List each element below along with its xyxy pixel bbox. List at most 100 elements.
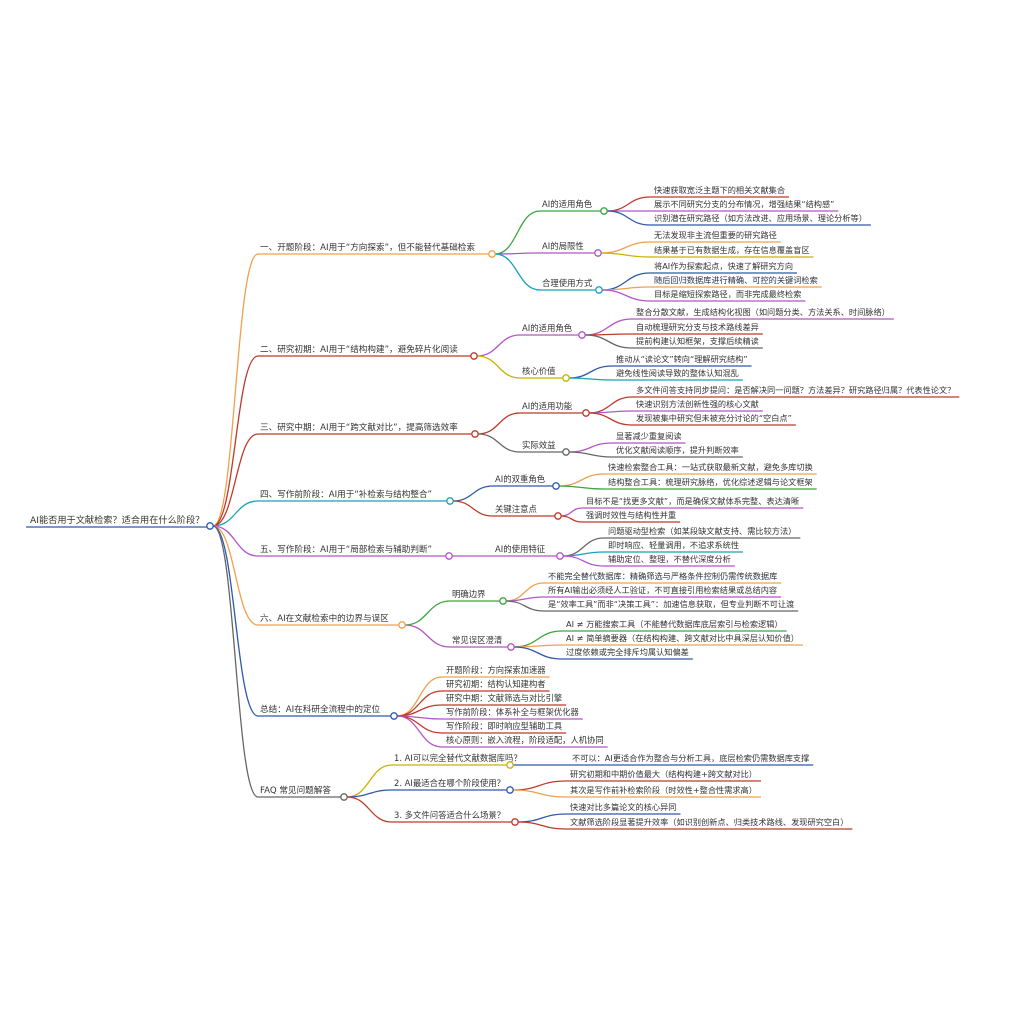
branch-4-sub-2-dot[interactable] bbox=[554, 512, 562, 520]
faq-q3-answer-1-label: 快速对比多篇论文的核心异同 bbox=[570, 802, 676, 812]
faq-q3-answer-2-label: 文献筛选阶段显著提升效率（如识别创新点、归类技术路线、发现研究空白） bbox=[570, 817, 848, 827]
summary-item-2-connector bbox=[396, 690, 443, 717]
faq-q2-connector bbox=[346, 789, 393, 798]
faq-q2-label: 2. AI最适合在哪个阶段使用？ bbox=[394, 778, 505, 788]
branch-1-sub-1-leaf-1-label: 快速获取宽泛主题下的相关文献集合 bbox=[654, 185, 785, 195]
branch-2-sub-2-leaf-1-label: 推动从“读论文”转向“理解研究结构” bbox=[616, 354, 748, 364]
branch-3-sub-1-dot[interactable] bbox=[582, 409, 590, 417]
branch-6-sub-2-label: 常见误区澄清 bbox=[452, 635, 502, 645]
branch-1-sub-1-leaf-1-connector bbox=[606, 196, 651, 212]
branch-6-dot[interactable] bbox=[398, 621, 406, 629]
branch-1-sub-2-leaf-1-label: 无法发现非主流但重要的研究路径 bbox=[654, 230, 777, 240]
branch-2-dot[interactable] bbox=[470, 352, 478, 360]
branch-2-sub-2-connector bbox=[476, 355, 521, 379]
branch-4-sub-1-connector bbox=[452, 485, 494, 502]
branch-1-sub-1-label: AI的适用角色 bbox=[542, 199, 593, 209]
branch-4-label: 四、写作前阶段：AI用于“补检索与结构整合” bbox=[260, 488, 432, 500]
faq-q1-answer-1-label: 不可以：AI更适合作为整合与分析工具，底层检索仍需数据库支撑 bbox=[572, 753, 809, 763]
branch-3-sub-1-leaf-3-label: 发现被集中研究但未被充分讨论的“空白点” bbox=[636, 413, 792, 423]
branch-4-sub-1-label: AI的双重角色 bbox=[495, 474, 546, 484]
branch-6-sub-1-dot[interactable] bbox=[499, 597, 507, 605]
branch-2-sub-2-label: 核心价值 bbox=[522, 366, 556, 376]
branch-1-sub-2-leaf-1-connector bbox=[600, 241, 651, 254]
branch-4-sub-1-leaf-2-connector bbox=[558, 485, 605, 490]
branch-2-sub-1-leaf-3-connector bbox=[584, 334, 633, 349]
branch-3-dot[interactable] bbox=[471, 430, 479, 438]
branch-4-sub-2-leaf-1-connector bbox=[560, 507, 583, 517]
branch-6-sub-2-leaf-2-label: AI ≠ 简单摘要器（在结构构建、跨文献对比中具深层认知价值） bbox=[566, 633, 799, 643]
branch-3-sub-1-leaf-3-connector bbox=[588, 412, 633, 426]
branch-4-sub-1-leaf-1-connector bbox=[558, 473, 605, 487]
branch-5-sub-1-leaf-3-connector bbox=[562, 555, 605, 567]
root-node-dot[interactable] bbox=[206, 522, 214, 530]
branch-4-sub-1-leaf-2-label: 结构整合工具：梳理研究脉络，优化综述逻辑与论文框架 bbox=[608, 477, 813, 487]
faq-q1-dot[interactable] bbox=[506, 761, 514, 769]
branch-3-sub-1-connector bbox=[477, 412, 521, 435]
branch-1-sub-1-leaf-3-label: 识别潜在研究路径（如方法改进、应用场景、理论分析等） bbox=[654, 213, 867, 223]
branch-3-sub-1-leaf-1-label: 多文件问答支持同步提问：是否解决同一问题？方法差异？研究路径归属？代表性论文？ bbox=[636, 385, 955, 395]
branch-3-sub-2-leaf-1-label: 显著减少重复阅读 bbox=[616, 431, 682, 441]
branch-1-sub-3-dot[interactable] bbox=[595, 286, 603, 294]
branch-2-sub-2-dot[interactable] bbox=[562, 374, 570, 382]
branch-6-sub-1-label: 明确边界 bbox=[452, 589, 486, 599]
summary-item-2-label: 研究初期：结构认知建构者 bbox=[446, 679, 546, 689]
branch-1-dot[interactable] bbox=[488, 250, 496, 258]
branch-6-sub-1-leaf-1-label: 不能完全替代数据库：精确筛选与严格条件控制仍需传统数据库 bbox=[548, 571, 777, 581]
branch-4-sub-2-leaf-1-label: 目标不是“找更多文献”，而是确保文献体系完整、表达清晰 bbox=[586, 496, 799, 506]
branch-2-sub-2-leaf-2-connector bbox=[568, 377, 613, 381]
faq-q3-label: 3. 多文件问答适合什么场景？ bbox=[394, 810, 505, 820]
branch-5-sub-1-leaf-1-connector bbox=[562, 537, 605, 557]
summary-item-4-label: 写作前阶段：体系补全与框架优化器 bbox=[446, 707, 579, 717]
branch-7-connector bbox=[212, 525, 259, 717]
branch-1-sub-2-dot[interactable] bbox=[594, 249, 602, 257]
branch-7-label: 总结：AI在科研全流程中的定位 bbox=[260, 703, 381, 715]
branch-6-sub-2-connector bbox=[404, 624, 451, 648]
branch-1-sub-2-connector bbox=[494, 252, 541, 255]
branch-2-sub-1-dot[interactable] bbox=[578, 331, 586, 339]
branch-4-sub-2-label: 关键注意点 bbox=[495, 504, 537, 514]
branch-6-sub-1-leaf-1-connector bbox=[505, 582, 545, 602]
branch-1-sub-3-label: 合理使用方式 bbox=[542, 278, 593, 288]
branch-3-sub-2-dot[interactable] bbox=[562, 448, 570, 456]
branch-4-sub-1-dot[interactable] bbox=[552, 482, 560, 490]
faq-q2-dot[interactable] bbox=[506, 786, 514, 794]
branch-1-sub-3-leaf-1-label: 将AI作为探索起点，快速了解研究方向 bbox=[654, 261, 793, 271]
branch-4-dot[interactable] bbox=[446, 497, 454, 505]
branch-5-sub-1-leaf-1-label: 问题驱动型检索（如某段缺文献支持、需比较方法） bbox=[608, 526, 796, 536]
branch-2-sub-1-label: AI的适用角色 bbox=[522, 323, 573, 333]
branch-6-sub-2-leaf-1-label: AI ≠ 万能搜索工具（不能替代数据库底层索引与检索逻辑） bbox=[566, 619, 783, 629]
branch-8-connector bbox=[212, 525, 259, 798]
branch-5-sub-1-label: AI的使用特征 bbox=[495, 544, 546, 554]
branch-8-dot[interactable] bbox=[340, 793, 348, 801]
branch-6-sub-1-leaf-3-connector bbox=[505, 600, 545, 612]
branch-4-sub-2-leaf-2-label: 强调时效性与结构性并重 bbox=[586, 510, 676, 520]
branch-1-label: 一、开题阶段：AI用于“方向探索”，但不能替代基础检索 bbox=[260, 241, 475, 253]
summary-item-6-label: 核心原则：嵌入流程，阶段适配，人机协同 bbox=[446, 735, 604, 745]
branch-5-sub-1-dot[interactable] bbox=[556, 552, 564, 560]
branch-1-sub-1-dot[interactable] bbox=[600, 207, 608, 215]
branch-1-sub-2-leaf-2-connector bbox=[600, 252, 651, 258]
branch-1-sub-2-label: AI的局限性 bbox=[542, 241, 584, 251]
branch-6-label: 六、AI在文献检索中的边界与误区 bbox=[260, 612, 389, 624]
branch-6-sub-1-leaf-3-label: 是“效率工具”而非“决策工具”：加速信息获取，但专业判断不可让渡 bbox=[548, 599, 794, 609]
faq-q3-connector bbox=[346, 796, 393, 823]
branch-5-dot[interactable] bbox=[445, 552, 453, 560]
faq-q2-answer-1-label: 研究初期和中期价值最大（结构构建+跨文献对比） bbox=[570, 769, 757, 779]
faq-q2-answer-2-label: 其次是写作前补检索阶段（时效性+整合性需求高） bbox=[570, 785, 757, 795]
branch-8-label: FAQ 常见问题解答 bbox=[260, 784, 331, 796]
branch-1-sub-3-leaf-2-label: 随后回归数据库进行精确、可控的关键词检索 bbox=[654, 275, 818, 285]
branch-5-connector bbox=[212, 525, 259, 557]
faq-q1-label: 1. AI可以完全替代文献数据库吗？ bbox=[394, 753, 522, 763]
branch-2-sub-1-leaf-2-label: 自动梳理研究分支与技术路线差异 bbox=[636, 322, 759, 332]
branch-6-sub-1-leaf-2-connector bbox=[505, 596, 545, 602]
branch-6-sub-2-dot[interactable] bbox=[507, 643, 515, 651]
branch-5-label: 五、写作阶段：AI用于“局部检索与辅助判断” bbox=[260, 543, 432, 555]
faq-q1-connector bbox=[346, 764, 393, 798]
branch-2-sub-1-leaf-3-label: 提前构建认知框架，支撑后续精读 bbox=[636, 336, 759, 346]
branch-3-sub-2-leaf-2-label: 优化文献阅读顺序，提升判断效率 bbox=[616, 445, 739, 455]
faq-q3-dot[interactable] bbox=[511, 818, 519, 826]
branch-6-sub-1-leaf-2-label: 所有AI输出必须经人工验证，不可直接引用检索结果或总结内容 bbox=[548, 585, 777, 595]
branch-3-sub-2-label: 实际效益 bbox=[522, 440, 556, 450]
branch-7-dot[interactable] bbox=[390, 712, 398, 720]
